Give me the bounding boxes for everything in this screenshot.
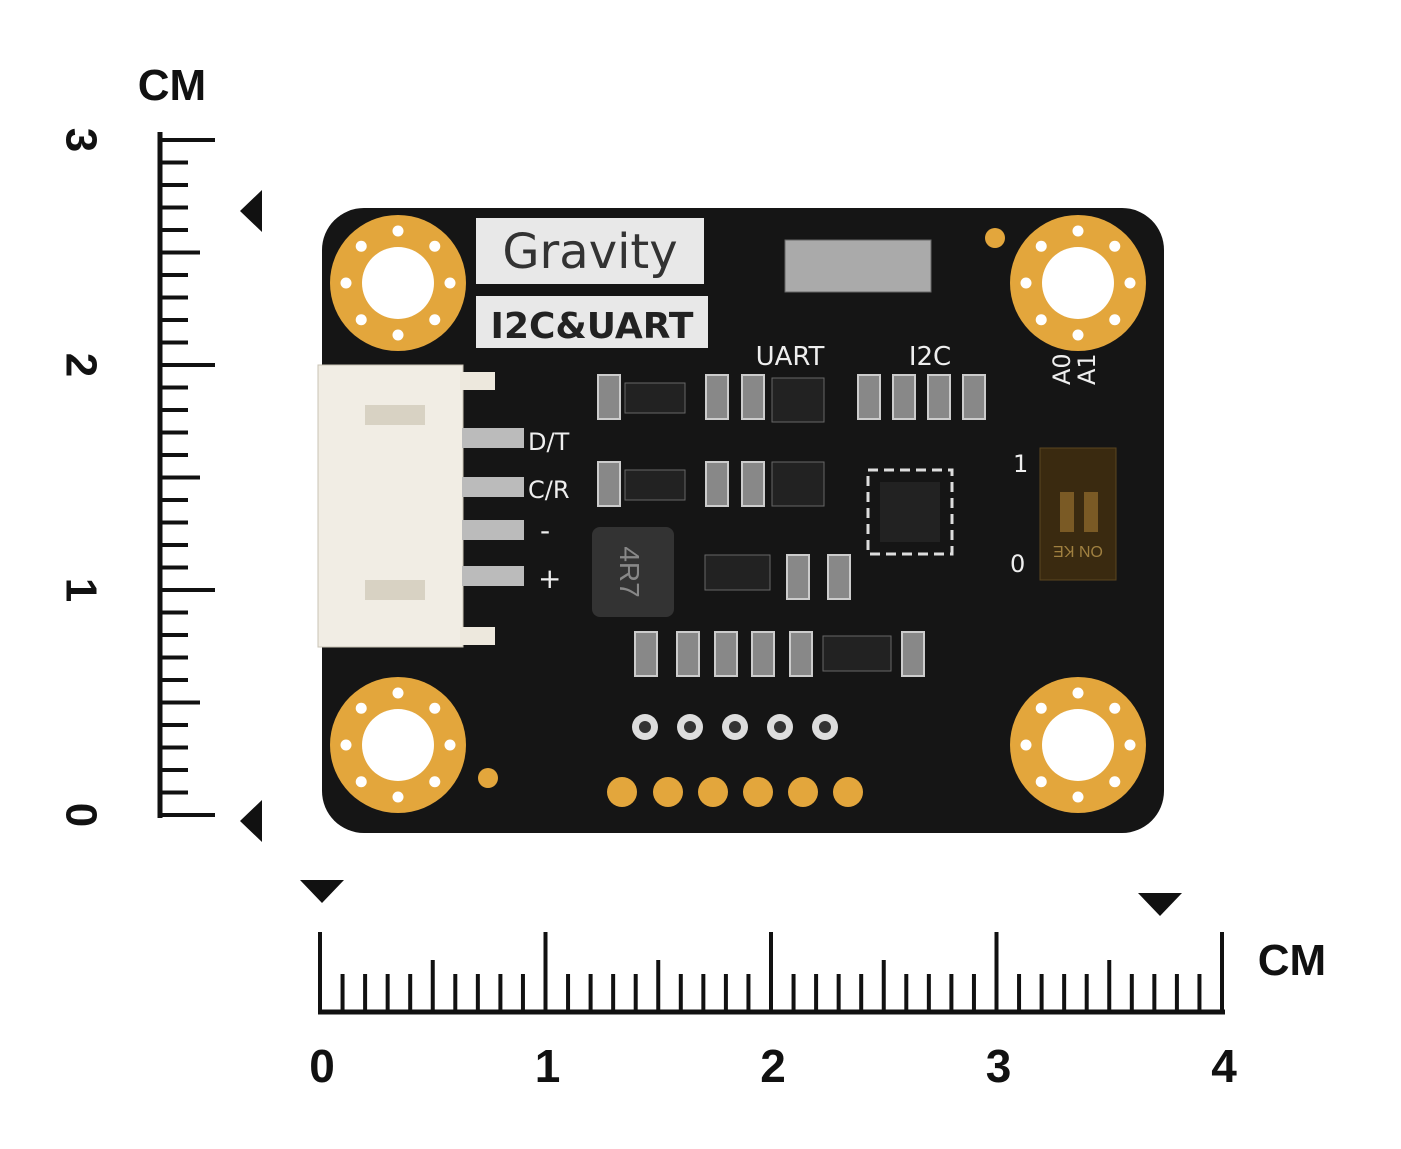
smd-component [751, 631, 775, 677]
sensor-board: Gravity I2C&UART UART I2C D/T C/R - + 4R… [317, 208, 1164, 833]
vertical-ruler-unit: CM [138, 61, 206, 110]
regulator [704, 554, 771, 591]
vertical-ruler: CM 0 1 2 3 [56, 61, 215, 827]
smd-component [927, 374, 951, 420]
fiducial-pad [478, 768, 498, 788]
i2c-label: I2C [909, 342, 951, 372]
horizontal-ruler: CM 0 1 2 3 4 [309, 932, 1326, 1092]
smd-component [741, 374, 765, 420]
header-pad [833, 777, 863, 807]
smd-component [705, 461, 729, 507]
dip-switch-text: ON KE [1053, 542, 1103, 559]
transistor-1 [624, 382, 686, 414]
vertical-ruler-label: 3 [56, 128, 105, 152]
vertical-ruler-label: 1 [56, 578, 105, 602]
smd-component [741, 461, 765, 507]
inductor [592, 527, 674, 617]
smd-component [634, 631, 658, 677]
pin-label-minus: - [540, 514, 550, 547]
interface-box [476, 296, 708, 348]
horizontal-ruler-label: 1 [535, 1040, 561, 1092]
mounting-hole [330, 215, 466, 351]
smd-component [714, 631, 738, 677]
interface-label: I2C&UART [491, 306, 694, 347]
smd-component [597, 461, 621, 507]
controller-chip [880, 482, 940, 542]
vertical-ruler-label: 2 [56, 353, 105, 377]
smd-component [705, 374, 729, 420]
dip-toggle-1 [1060, 492, 1074, 532]
address-label-a0: A0 [1048, 353, 1076, 385]
inductor-marking: 4R7 [614, 546, 645, 597]
gravity-connector [317, 364, 524, 648]
smd-component [857, 374, 881, 420]
brand-logo: Gravity [502, 224, 677, 280]
smd-component [827, 554, 851, 600]
pin-label-plus: + [538, 562, 561, 595]
header-pad [698, 777, 728, 807]
header-pad [743, 777, 773, 807]
horizontal-ruler-label: 0 [309, 1040, 335, 1092]
transistor-3 [822, 635, 892, 672]
horizontal-ruler-label: 3 [986, 1040, 1012, 1092]
smd-component [901, 631, 925, 677]
ic-uart [771, 377, 825, 423]
transistor-2 [624, 469, 686, 501]
address-low-label: 0 [1010, 550, 1025, 578]
address-dip-switch [1039, 447, 1117, 581]
vertical-ruler-label: 0 [56, 803, 105, 827]
smd-component [597, 374, 621, 420]
address-label-a1: A1 [1073, 353, 1101, 385]
pin-label-dt: D/T [528, 428, 570, 456]
header-pad [607, 777, 637, 807]
mounting-hole [1010, 677, 1146, 813]
smd-component [676, 631, 700, 677]
mounting-hole [330, 677, 466, 813]
fiducial-pad [985, 228, 1005, 248]
smd-component [892, 374, 916, 420]
qfn-outline [866, 468, 954, 556]
mounting-hole [1010, 215, 1146, 351]
smd-component [789, 631, 813, 677]
logo-box [476, 218, 704, 284]
pcb [322, 208, 1164, 833]
horizontal-ruler-label: 4 [1211, 1040, 1237, 1092]
smd-component [786, 554, 810, 600]
dip-toggle-2 [1084, 492, 1098, 532]
top-marker-triangle-icon [240, 190, 262, 232]
right-marker-triangle-icon [1138, 893, 1182, 916]
pin-label-cr: C/R [528, 476, 570, 504]
address-high-label: 1 [1013, 450, 1028, 478]
header-pad [653, 777, 683, 807]
bottom-marker-triangle-icon [240, 800, 262, 842]
left-marker-triangle-icon [300, 880, 344, 903]
header-pad [788, 777, 818, 807]
mode-slide-switch [784, 239, 932, 293]
horizontal-ruler-label: 2 [760, 1040, 786, 1092]
uart-label: UART [756, 342, 825, 372]
horizontal-ruler-unit: CM [1258, 936, 1326, 985]
ic-2 [771, 461, 825, 507]
smd-component [962, 374, 986, 420]
